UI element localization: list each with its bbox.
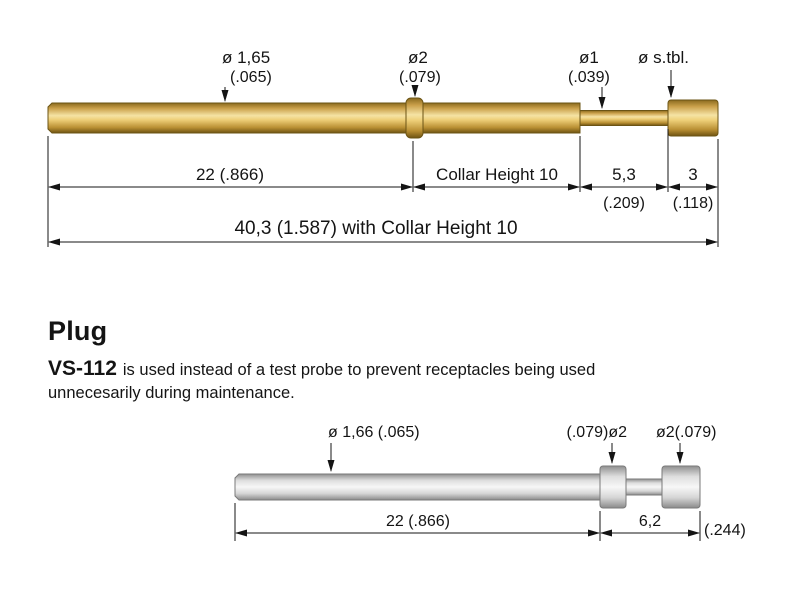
callout-dia-collar-left: (.079)ø2: [567, 424, 628, 441]
callout-dia-rod: ø 1,66 (.065): [328, 424, 420, 441]
callout-dia-collar-inch: (.079): [399, 69, 441, 86]
dim-end-length-inch: (.244): [704, 522, 746, 539]
dim-head-length: 3: [688, 165, 697, 184]
probe-barrel: [47, 102, 581, 134]
dim-total-length: 40,3 (1.587) with Collar Height 10: [234, 218, 517, 239]
callout-dia-collar-right: ø2(.079): [656, 424, 716, 441]
section-title: Plug: [48, 316, 108, 346]
plug-text-section: Plug VS-112 is used instead of a test pro…: [48, 316, 708, 405]
probe-head: [667, 99, 719, 137]
section-description: VS-112 is used instead of a test probe to…: [48, 357, 708, 405]
dim-head-length-inch: (.118): [673, 195, 714, 212]
dim-collar-height: Collar Height 10: [436, 165, 558, 184]
probe-collar: [405, 97, 424, 139]
plug-collar-left: [599, 465, 627, 509]
dim-rod-length: 22 (.866): [386, 513, 450, 530]
plug-rod: [234, 473, 601, 501]
plug-collar-right: [661, 465, 701, 509]
plug-drawing: ø 1,66 (.065) (.079)ø2 ø2(.079) 22 (.866…: [234, 424, 746, 541]
model-number: VS-112: [48, 357, 117, 380]
callout-dia-barrel-inch: (.065): [230, 69, 272, 86]
dim-tip-length-inch: (.209): [603, 195, 645, 212]
probe-drawing: ø 1,65 (.065) ø2 (.079) ø1 (.039) ø s.tb…: [47, 48, 719, 247]
dim-end-length: 6,2: [639, 513, 661, 530]
dim-tip-length: 5,3: [612, 165, 636, 184]
description-line2: unnecesarily during maintenance.: [48, 384, 295, 402]
description-line1: is used instead of a test probe to preve…: [122, 361, 596, 379]
callout-dia-barrel-metric: ø 1,65: [222, 48, 270, 67]
dim-barrel-length: 22 (.866): [196, 165, 264, 184]
callout-dia-tip-metric: ø1: [579, 48, 599, 67]
probe-tip-rod: [579, 110, 669, 126]
plug-neck: [625, 478, 663, 496]
callout-dia-tip-inch: (.039): [568, 69, 610, 86]
callout-dia-collar-metric: ø2: [408, 48, 428, 67]
callout-dia-head: ø s.tbl.: [638, 48, 689, 67]
